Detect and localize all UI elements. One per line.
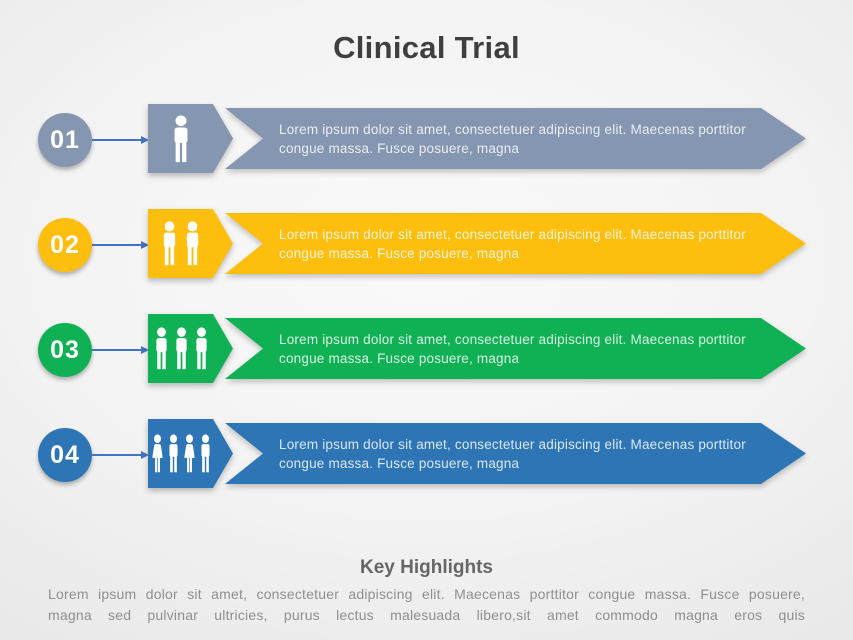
process-row-3: 03 Lorem ipsum dolor sit amet, consectet…: [0, 314, 853, 419]
man-icon: [186, 221, 199, 266]
banner-text: Lorem ipsum dolor sit amet, consectetuer…: [279, 226, 746, 261]
connector-line: [92, 244, 142, 246]
connector-arrow-icon: [141, 450, 149, 459]
man-icon: [163, 221, 176, 266]
process-row-2: 02 Lorem ipsum dolor sit amet, consectet…: [0, 209, 853, 314]
banner-text: Lorem ipsum dolor sit amet, consectetuer…: [279, 436, 746, 471]
banner-text: Lorem ipsum dolor sit amet, consectetuer…: [279, 331, 746, 366]
icon-pentagon: [148, 314, 233, 383]
connector-line: [92, 139, 142, 141]
woman-icon: [151, 434, 163, 473]
step-number: 02: [50, 230, 80, 259]
two-people-icon: [148, 209, 214, 278]
banner-shape: [225, 318, 806, 379]
connector-arrow-icon: [141, 240, 149, 249]
step-number-badge: 02: [38, 218, 92, 272]
connector-line: [92, 349, 142, 351]
banner-shape: [225, 108, 806, 169]
three-people-icon: [148, 314, 214, 383]
step-number-badge: 03: [38, 323, 92, 377]
connector-line: [92, 454, 142, 456]
one-person-icon: [148, 104, 214, 173]
footer-heading: Key Highlights: [359, 557, 493, 578]
icon-pentagon: [148, 209, 233, 278]
woman-icon: [183, 434, 195, 473]
text-banner: Lorem ipsum dolor sit amet, consectetuer…: [225, 423, 806, 484]
pentagon-shape: [148, 104, 233, 173]
icon-pentagon: [148, 419, 233, 488]
process-row-4: 04 Lorem ipsum dolor sit amet, consectet…: [0, 419, 853, 524]
connector-arrow-icon: [141, 135, 149, 144]
man-icon: [175, 327, 187, 370]
banner-shape: [225, 423, 806, 484]
text-banner: Lorem ipsum dolor sit amet, consectetuer…: [225, 318, 806, 379]
step-number: 01: [50, 125, 80, 154]
man-icon: [195, 327, 207, 370]
step-number-badge: 04: [38, 428, 92, 482]
step-number-badge: 01: [38, 113, 92, 167]
banner-text: Lorem ipsum dolor sit amet, consectetuer…: [279, 121, 746, 156]
step-number: 03: [50, 335, 80, 364]
step-number: 04: [50, 440, 80, 469]
connector-arrow-icon: [141, 345, 149, 354]
banner-shape: [225, 213, 806, 274]
man-icon: [174, 114, 188, 162]
icon-pentagon: [148, 104, 233, 173]
page-title: Clinical Trial: [333, 30, 520, 65]
man-icon: [168, 434, 178, 473]
text-banner: Lorem ipsum dolor sit amet, consectetuer…: [225, 213, 806, 274]
four-people-icon: [148, 419, 214, 488]
man-icon: [155, 327, 167, 370]
man-icon: [200, 434, 210, 473]
process-row-1: 01 Lorem ipsum dolor sit amet, consectet…: [0, 104, 853, 209]
text-banner: Lorem ipsum dolor sit amet, consectetuer…: [225, 108, 806, 169]
footer-body: Lorem ipsum dolor sit amet, consectetuer…: [48, 586, 805, 623]
